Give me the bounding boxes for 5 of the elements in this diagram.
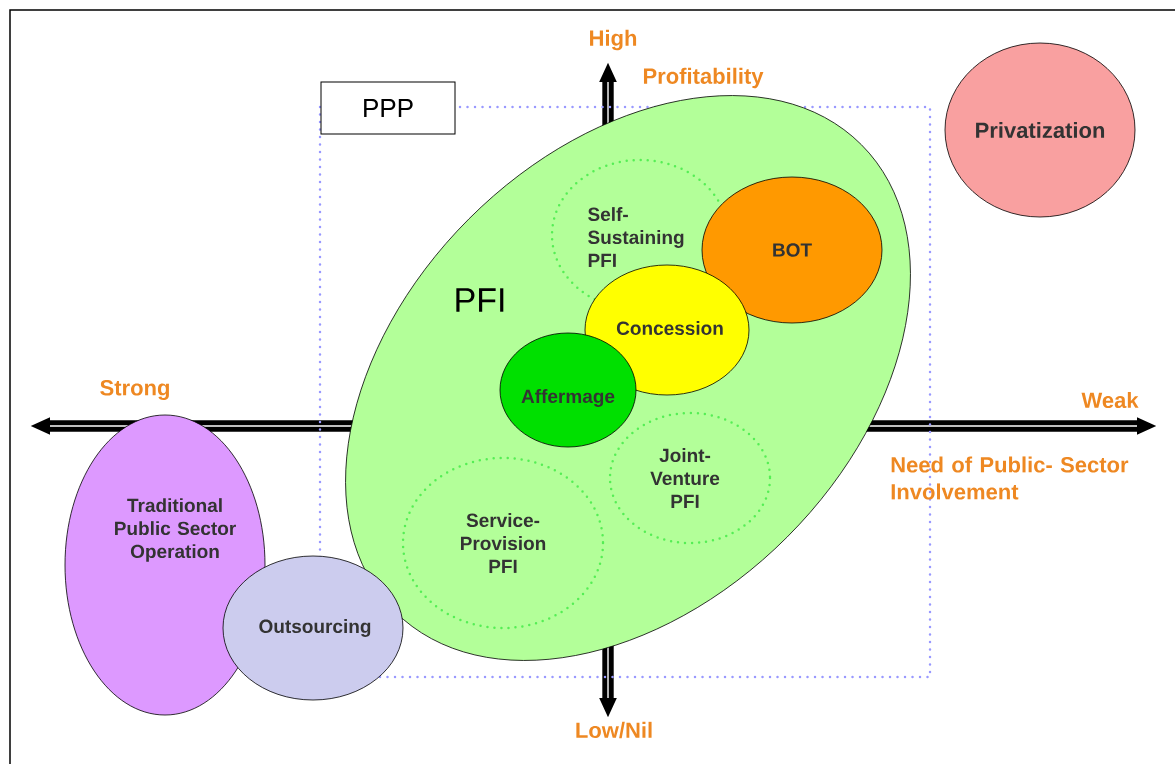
axis-label: Profitability [644, 67, 764, 89]
label-box: PPP [320, 81, 456, 135]
axis-label: High [590, 29, 637, 51]
axis-label: Weak [1081, 391, 1139, 409]
axis-label: Low/Nil [576, 721, 652, 739]
